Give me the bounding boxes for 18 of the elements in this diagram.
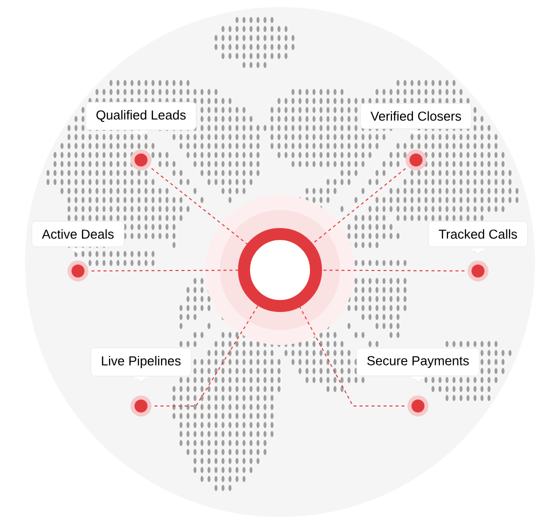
hub-circle <box>238 228 322 312</box>
callout-label: Qualified Leads <box>86 102 196 136</box>
marker-dot <box>468 260 488 282</box>
marker-dot <box>408 396 428 416</box>
marker-dot <box>130 396 152 416</box>
marker-dot <box>130 150 152 170</box>
connector-line <box>154 305 258 406</box>
callout-label: Tracked Calls <box>428 221 528 254</box>
marker-dot <box>68 260 88 282</box>
connector-line <box>299 306 405 406</box>
callout-label: Secure Payments <box>356 348 480 382</box>
marker-dot <box>406 150 426 170</box>
callout-label: Live Pipelines <box>90 348 192 382</box>
connector-line <box>91 270 238 272</box>
callout-label: Verified Closers <box>360 103 472 136</box>
callout-label: Active Deals <box>32 221 124 254</box>
connector-line <box>322 270 465 272</box>
connector-line <box>312 168 406 244</box>
